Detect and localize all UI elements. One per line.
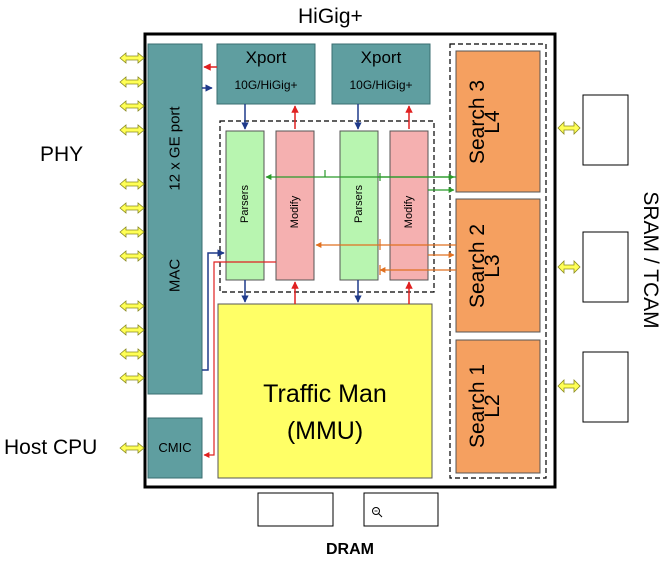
- double-arrow-icon: [119, 324, 145, 336]
- xport-1-subtitle: 10G/HiGig+: [234, 78, 298, 92]
- traffic-manager-block: [217, 303, 433, 479]
- double-arrow-icon: [119, 124, 145, 136]
- cmic-block: [147, 417, 203, 479]
- double-arrow-icon: [119, 178, 145, 190]
- xport-1-block: [216, 43, 316, 105]
- zoom-icon: [372, 507, 383, 518]
- mac-block: [147, 43, 203, 395]
- modify-1-block: [275, 130, 315, 281]
- sram-tcam-label: SRAM / TCAM: [639, 191, 662, 329]
- double-arrow-icon: [119, 52, 145, 64]
- double-arrow-icon: [119, 250, 145, 262]
- traffic-manager-line1: Traffic Man: [263, 380, 387, 408]
- pipeline-dashed-box: [219, 120, 435, 293]
- xport-1-title: Xport: [245, 48, 287, 67]
- parsers-1-label: Parsers: [239, 185, 251, 223]
- modify-2-label: Modify: [403, 195, 415, 229]
- phy-double-arrow-icons: [119, 52, 145, 454]
- dram-box-2: [363, 492, 439, 527]
- double-arrow-icon: [119, 100, 145, 112]
- parsers-1-block: [225, 130, 265, 281]
- parsers-2-block: [339, 130, 379, 281]
- search-2-label-b: L3: [481, 254, 504, 278]
- sram-box-3: [582, 351, 629, 423]
- search-3-label-b: L4: [481, 110, 504, 134]
- parsers-2-label: Parsers: [353, 185, 365, 223]
- modify-2-block: [389, 130, 429, 281]
- phy-label: PHY: [40, 143, 84, 166]
- xport-2-block: [331, 43, 431, 105]
- dram-box-1: [257, 492, 334, 527]
- mac-label: MAC: [166, 258, 184, 293]
- host-cpu-label: Host CPU: [4, 436, 98, 459]
- double-arrow-icon: [119, 202, 145, 214]
- traffic-manager-line2: (MMU): [286, 417, 364, 445]
- sram-box-2: [582, 231, 629, 303]
- double-arrow-icon: [557, 260, 581, 274]
- double-arrow-icon: [119, 76, 145, 88]
- modify-1-label: Modify: [289, 195, 301, 229]
- double-arrow-icon: [119, 442, 145, 454]
- higig-label: HiGig+: [298, 5, 363, 28]
- double-arrow-icon: [119, 300, 145, 312]
- dram-label: DRAM: [326, 541, 374, 558]
- double-arrow-icon: [557, 379, 581, 393]
- search-1-label-b: L2: [481, 394, 504, 418]
- cmic-label: CMIC: [158, 440, 192, 455]
- xport-2-title: Xport: [360, 48, 402, 67]
- double-arrow-icon: [557, 121, 581, 135]
- search-1-block: [455, 339, 541, 474]
- double-arrow-icon: [119, 226, 145, 238]
- xport-2-subtitle: 10G/HiGig+: [349, 78, 413, 92]
- sram-box-1: [582, 94, 629, 166]
- search-3-block: [455, 50, 541, 193]
- double-arrow-icon: [119, 372, 145, 384]
- search-2-block: [455, 198, 541, 333]
- search-dashed-box: [449, 43, 547, 479]
- mac-port-label: 12 x GE port: [166, 106, 184, 191]
- double-arrow-icon: [119, 348, 145, 360]
